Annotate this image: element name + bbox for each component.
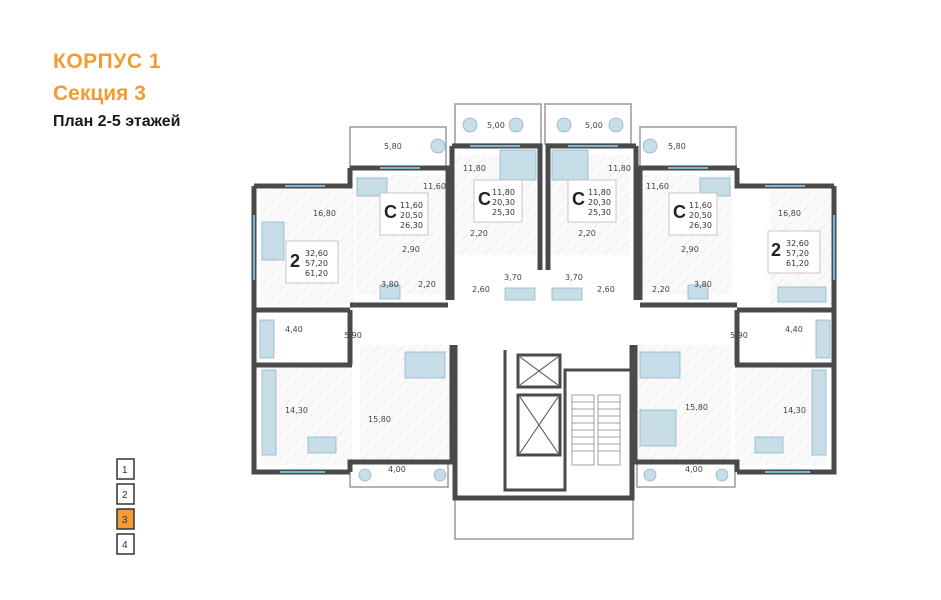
elevator-shafts [519, 356, 559, 454]
apartment-type: С [384, 202, 397, 222]
apartment-area: 20,50 [400, 211, 423, 220]
apartment-area: 61,20 [786, 259, 809, 268]
svg-text:3: 3 [122, 515, 128, 526]
room-area: 2,60 [472, 285, 490, 294]
apartment-type: 2 [771, 240, 781, 260]
room-area: 11,60 [423, 182, 446, 191]
room-area: 2,20 [418, 280, 436, 289]
apartment-type: 2 [290, 251, 300, 271]
windows [253, 145, 835, 473]
room-area: 2,90 [681, 245, 699, 254]
apartment-badge[interactable]: С 11,60 20,50 26,30 [379, 192, 429, 236]
svg-text:4: 4 [122, 540, 128, 551]
apartment-badge[interactable]: С 11,80 20,30 25,30 [473, 179, 523, 223]
room-area: 14,30 [783, 406, 806, 415]
apartment-badge[interactable]: 2 32,60 57,20 61,20 [767, 230, 821, 274]
room-area: 5,80 [384, 142, 402, 151]
apartment-type: С [673, 202, 686, 222]
apartment-area: 11,80 [588, 188, 611, 197]
apartment-type: С [572, 189, 585, 209]
room-area: 3,80 [381, 280, 399, 289]
room-area: 15,80 [685, 403, 708, 412]
room-area: 5,90 [730, 331, 748, 340]
room-area: 3,80 [694, 280, 712, 289]
floor-button-2[interactable]: 2 [116, 483, 135, 505]
apartment-area: 26,30 [689, 221, 712, 230]
floor-button-3-selected[interactable]: 3 [116, 508, 135, 530]
room-area: 14,30 [285, 406, 308, 415]
room-area: 16,80 [778, 209, 801, 218]
apartment-badge[interactable]: 2 32,60 57,20 61,20 [285, 240, 339, 284]
room-area: 2,60 [597, 285, 615, 294]
room-area: 3,70 [565, 273, 583, 282]
apartment-area: 32,60 [305, 249, 328, 258]
apartment-badges: 2 32,60 57,20 61,20 С 11,60 20,50 26,30 … [285, 179, 821, 284]
room-area: 2,20 [652, 285, 670, 294]
apartment-area: 20,30 [492, 198, 515, 207]
apartment-area: 32,60 [786, 239, 809, 248]
apartment-area: 11,60 [689, 201, 712, 210]
apartment-area: 20,30 [588, 198, 611, 207]
apartment-area: 57,20 [786, 249, 809, 258]
building-title: КОРПУС 1 [53, 50, 161, 73]
apartment-type: С [478, 189, 491, 209]
room-area: 2,20 [470, 229, 488, 238]
room-area: 5,90 [344, 331, 362, 340]
svg-text:1: 1 [122, 465, 128, 476]
room-area: 5,80 [668, 142, 686, 151]
room-area: 2,20 [578, 229, 596, 238]
room-area-labels: 5,80 5,00 5,00 5,80 11,80 11,80 11,60 11… [285, 121, 806, 474]
section-title: Секция 3 [53, 82, 146, 105]
room-area: 11,80 [608, 164, 631, 173]
room-area: 15,80 [368, 415, 391, 424]
floor-button-4[interactable]: 4 [116, 533, 135, 555]
room-area: 11,60 [646, 182, 669, 191]
apartment-area: 11,80 [492, 188, 515, 197]
apartment-badge[interactable]: С 11,60 20,50 26,30 [668, 192, 718, 236]
apartment-badge[interactable]: С 11,80 20,30 25,30 [567, 179, 617, 223]
apartment-area: 11,60 [400, 201, 423, 210]
plan-title: План 2-5 этажей [53, 113, 181, 130]
room-area: 2,90 [402, 245, 420, 254]
floor-button-1[interactable]: 1 [116, 458, 135, 480]
room-area: 4,40 [785, 325, 803, 334]
room-area: 3,70 [504, 273, 522, 282]
room-area: 5,00 [585, 121, 603, 130]
floor-selector[interactable]: 1 2 3 4 [116, 458, 135, 555]
apartment-area: 20,50 [689, 211, 712, 220]
svg-text:2: 2 [122, 490, 128, 501]
apartment-area: 57,20 [305, 259, 328, 268]
room-area: 4,00 [685, 465, 703, 474]
stairs [571, 394, 621, 466]
room-area: 4,00 [388, 465, 406, 474]
apartment-area: 25,30 [588, 208, 611, 217]
apartment-area: 61,20 [305, 269, 328, 278]
apartment-area: 25,30 [492, 208, 515, 217]
apartment-area: 26,30 [400, 221, 423, 230]
room-area: 5,00 [487, 121, 505, 130]
room-area: 16,80 [313, 209, 336, 218]
room-area: 11,80 [463, 164, 486, 173]
room-area: 4,40 [285, 325, 303, 334]
